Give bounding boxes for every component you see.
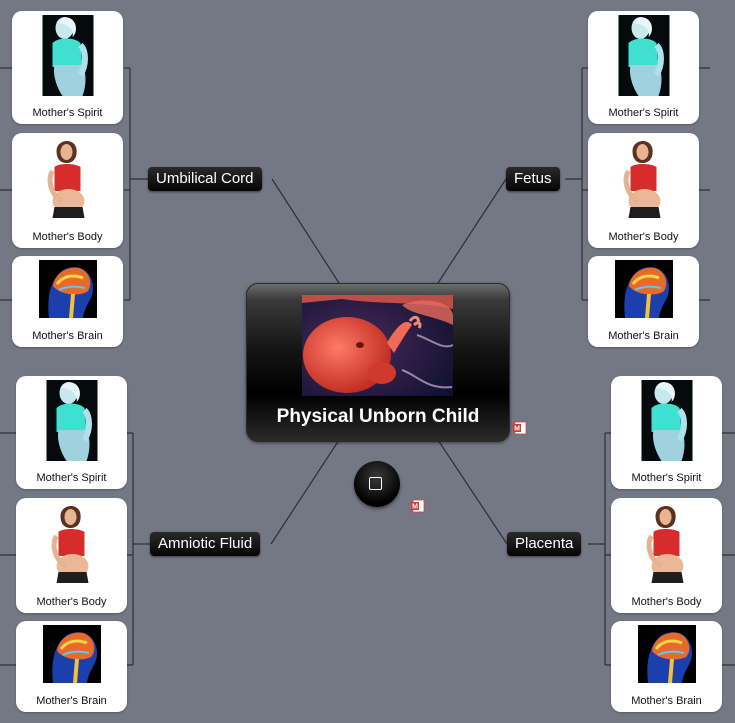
mothers-brain-image (42, 625, 101, 683)
mothers-body-image (618, 137, 669, 218)
card-mothers-brain[interactable]: Mother's Brain (16, 621, 127, 712)
mothers-body-image (641, 502, 692, 583)
fetus-image (302, 295, 453, 396)
card-label: Mother's Brain (608, 330, 679, 342)
office-document-icon[interactable]: M (411, 499, 425, 513)
mothers-spirit-image (42, 15, 93, 96)
stop-button[interactable] (354, 461, 400, 507)
card-label: Mother's Body (36, 596, 107, 608)
card-label: Mother's Body (608, 231, 679, 243)
mothers-body-image (46, 502, 97, 583)
branch-umbilical-cord[interactable]: Umbilical Cord (148, 167, 262, 191)
mothers-brain-image (614, 260, 673, 318)
mothers-body-image (42, 137, 93, 218)
card-label: Mother's Brain (36, 695, 107, 707)
card-label: Mother's Spirit (36, 472, 107, 484)
card-mothers-body[interactable]: Mother's Body (12, 133, 123, 248)
mothers-brain-image (637, 625, 696, 683)
mothers-brain-image (38, 260, 97, 318)
card-label: Mother's Body (32, 231, 103, 243)
mothers-spirit-image (46, 380, 97, 461)
card-label: Mother's Brain (32, 330, 103, 342)
svg-text:M: M (412, 504, 418, 511)
central-topic-title: Physical Unborn Child (276, 406, 480, 427)
svg-text:M: M (514, 426, 520, 433)
card-label: Mother's Spirit (32, 107, 103, 119)
mothers-spirit-image (618, 15, 669, 96)
mothers-spirit-image (641, 380, 692, 461)
card-mothers-brain[interactable]: Mother's Brain (611, 621, 722, 712)
card-label: Mother's Spirit (608, 107, 679, 119)
office-document-icon[interactable]: M (513, 421, 527, 435)
card-mothers-spirit[interactable]: Mother's Spirit (588, 11, 699, 124)
stop-icon (369, 477, 382, 490)
card-mothers-body[interactable]: Mother's Body (588, 133, 699, 248)
card-mothers-spirit[interactable]: Mother's Spirit (611, 376, 722, 489)
card-mothers-body[interactable]: Mother's Body (611, 498, 722, 613)
card-label: Mother's Brain (631, 695, 702, 707)
card-label: Mother's Body (631, 596, 702, 608)
branch-placenta[interactable]: Placenta (507, 532, 582, 556)
card-mothers-brain[interactable]: Mother's Brain (12, 256, 123, 347)
card-mothers-spirit[interactable]: Mother's Spirit (12, 11, 123, 124)
branch-amniotic-fluid[interactable]: Amniotic Fluid (150, 532, 261, 556)
branch-fetus[interactable]: Fetus (506, 167, 560, 191)
central-topic[interactable]: Physical Unborn Child (246, 283, 510, 442)
card-mothers-body[interactable]: Mother's Body (16, 498, 127, 613)
card-mothers-spirit[interactable]: Mother's Spirit (16, 376, 127, 489)
card-mothers-brain[interactable]: Mother's Brain (588, 256, 699, 347)
card-label: Mother's Spirit (631, 472, 702, 484)
